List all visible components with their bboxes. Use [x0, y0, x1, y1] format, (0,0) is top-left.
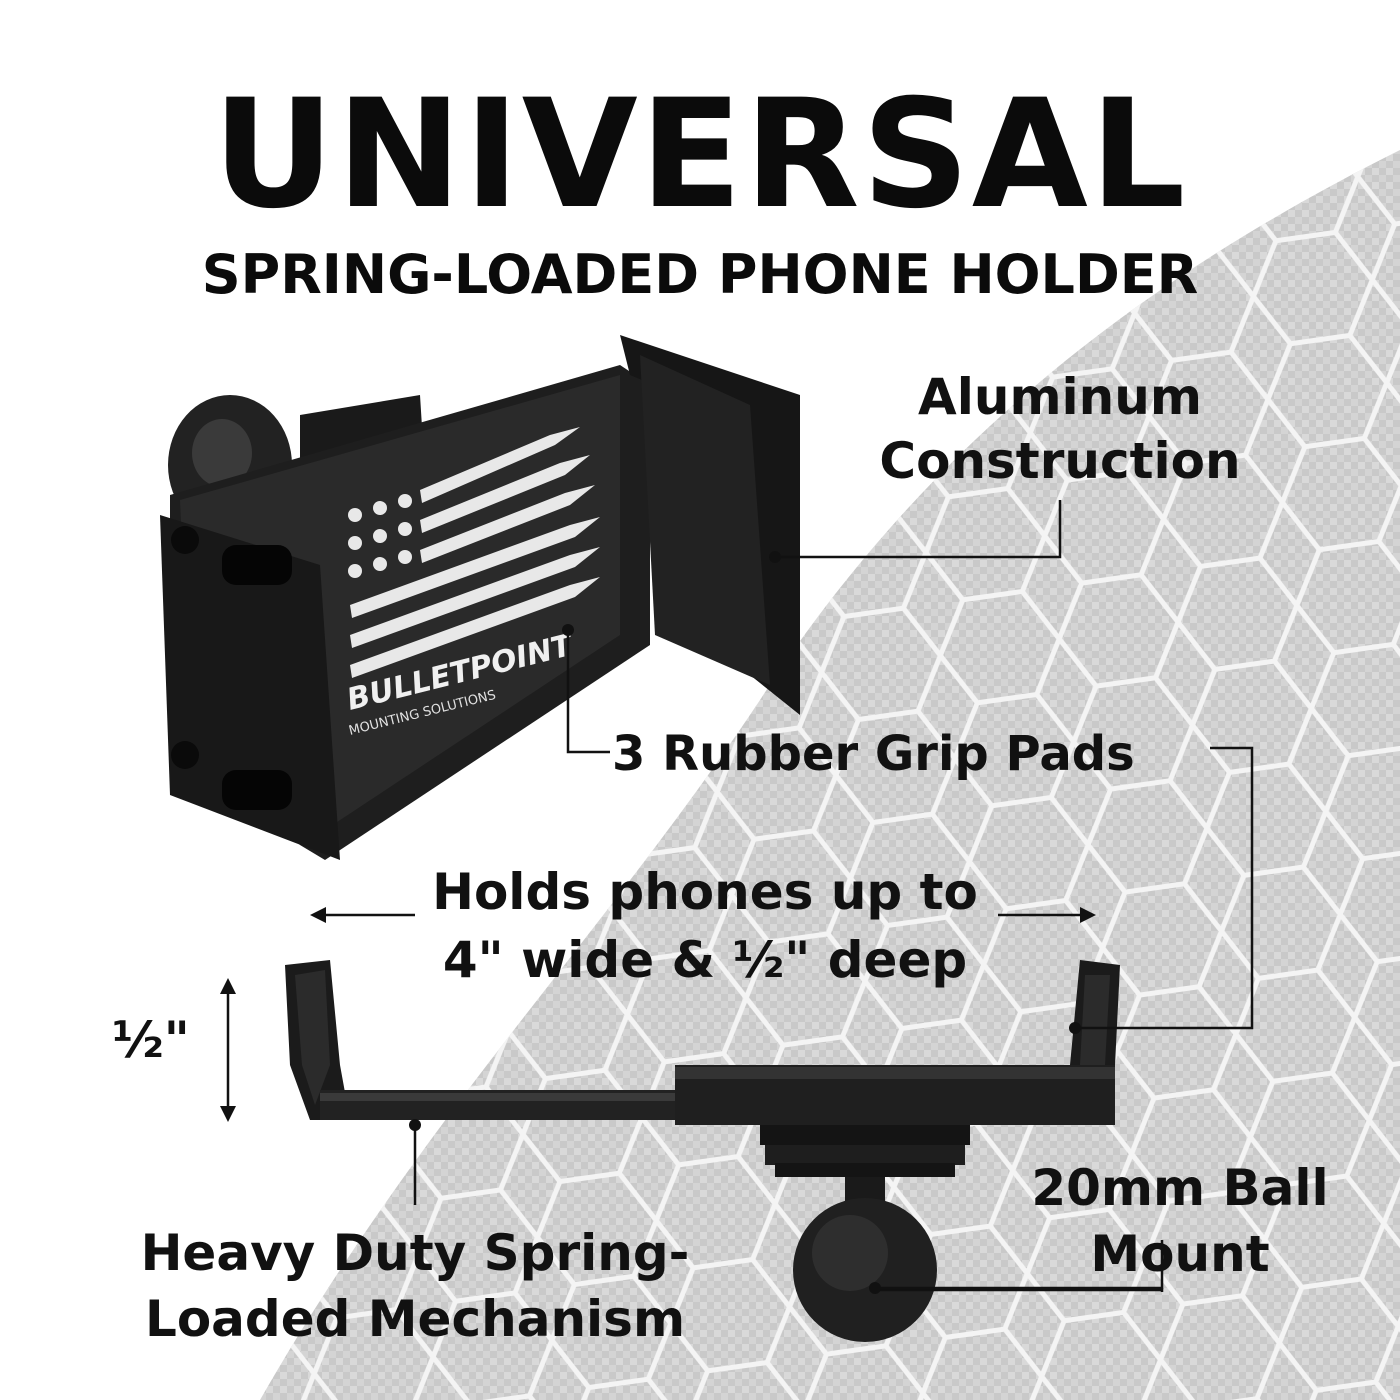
callout-ball-line1: 20mm Ball [1031, 1159, 1329, 1217]
callout-aluminum-construction: Aluminum Construction [840, 365, 1280, 493]
callout-aluminum-line1: Aluminum [918, 368, 1202, 426]
callout-aluminum-line2: Construction [879, 432, 1241, 490]
callout-ball-mount: 20mm Ball Mount [990, 1155, 1370, 1287]
callout-holds-line2: 4" wide & ½" deep [442, 931, 968, 989]
callout-mechanism-line2: Loaded Mechanism [144, 1290, 686, 1348]
callout-phone-size: Holds phones up to 4" wide & ½" deep [400, 858, 1010, 994]
page-subtitle: SPRING-LOADED PHONE HOLDER [201, 243, 1199, 306]
callout-ball-line2: Mount [1090, 1225, 1270, 1283]
callout-grip-pads: 3 Rubber Grip Pads [612, 726, 1135, 782]
phone-holder-front-view [285, 960, 1120, 1342]
callout-mechanism-line1: Heavy Duty Spring- [140, 1224, 690, 1282]
callout-spring-mechanism: Heavy Duty Spring- Loaded Mechanism [110, 1220, 720, 1352]
callout-holds-line1: Holds phones up to [432, 863, 978, 921]
page-title: UNIVERSAL [212, 68, 1188, 242]
phone-holder-top-view: BULLETPOINT MOUNTING SOLUTIONS [160, 335, 800, 860]
callout-depth-dimension: ½" [112, 1011, 190, 1069]
